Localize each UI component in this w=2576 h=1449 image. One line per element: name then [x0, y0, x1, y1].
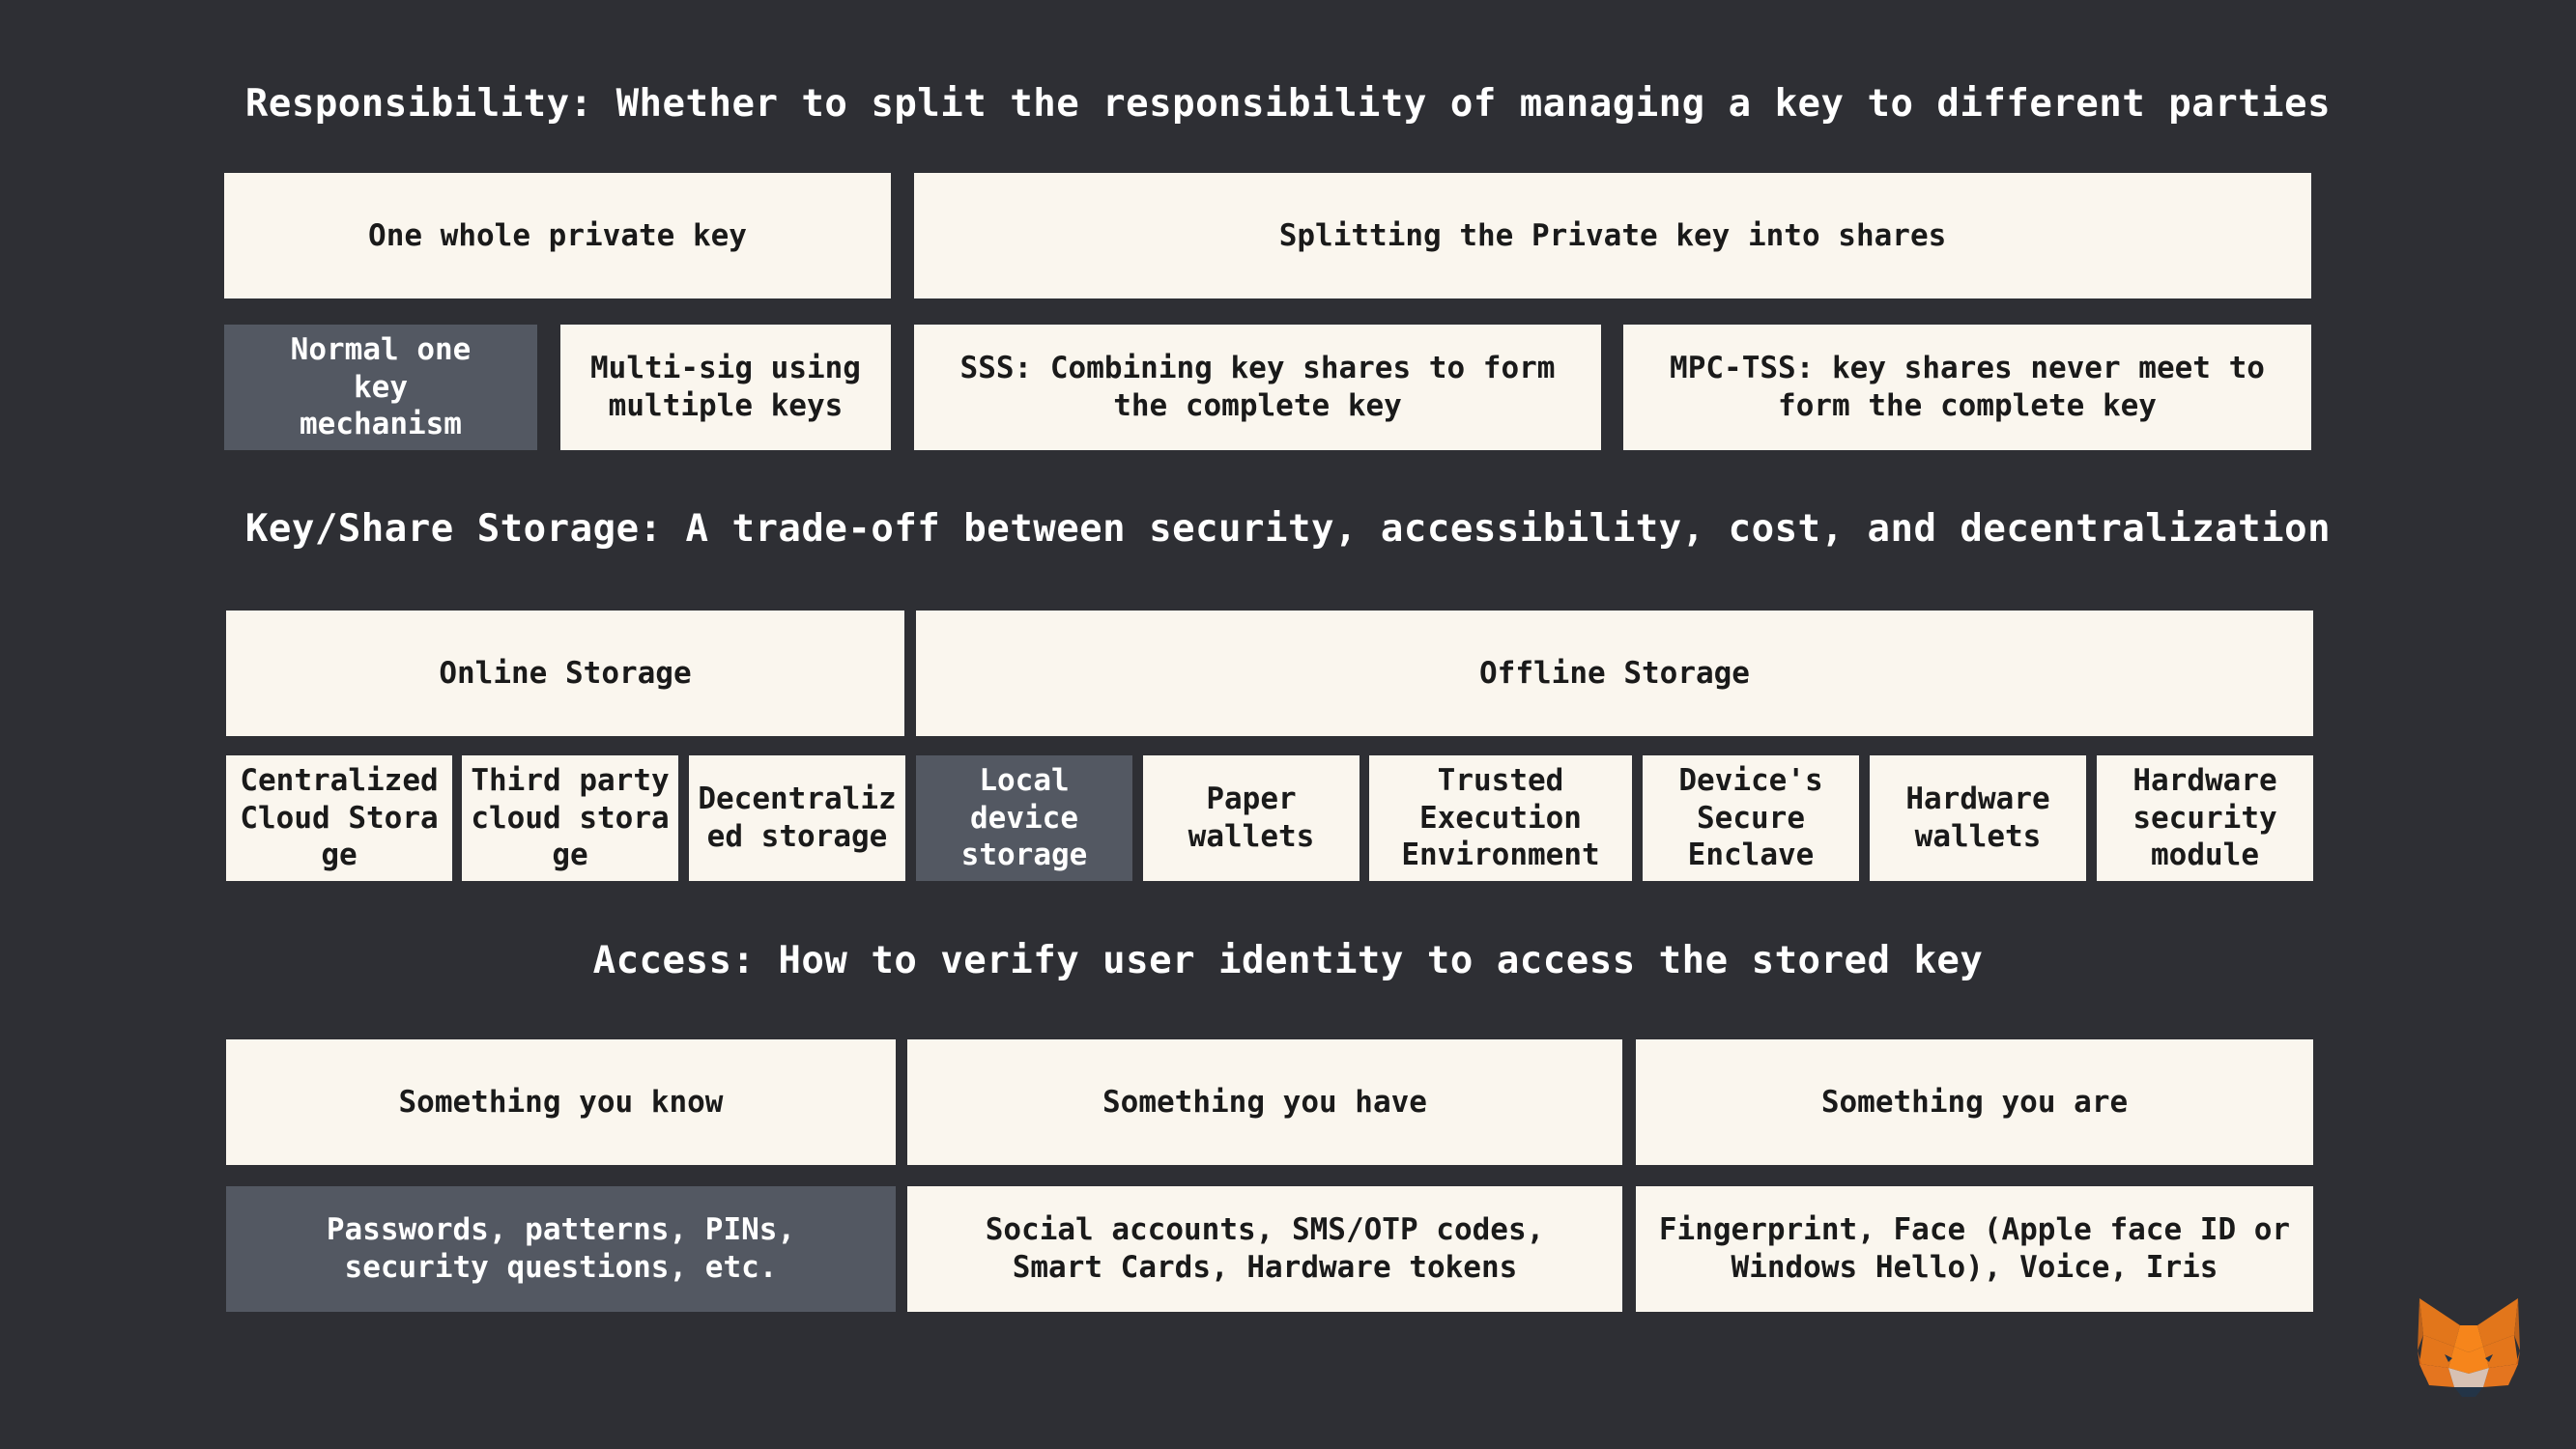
item-label: MPC-TSS: key shares never meet to form t… — [1670, 351, 2265, 423]
item-label: Hardware wallets — [1905, 781, 2050, 854]
item-social-accounts: Social accounts, SMS/OTP codes, Smart Ca… — [907, 1186, 1622, 1312]
category-something-you-have: Something you have — [907, 1039, 1622, 1165]
category-label: Online Storage — [439, 655, 692, 691]
item-label: Hardware security module — [2132, 762, 2277, 873]
responsibility-heading: Responsibility: Whether to split the res… — [244, 82, 2332, 126]
item-mpc-tss: MPC-TSS: key shares never meet to form t… — [1623, 325, 2311, 450]
category-label: Offline Storage — [1479, 655, 1750, 691]
category-label: Something you have — [1102, 1084, 1427, 1120]
item-normal-one-key: Normal one key mechanism — [224, 325, 537, 450]
item-label: Social accounts, SMS/OTP codes, Smart Ca… — [985, 1212, 1545, 1285]
item-label: Normal one key mechanism — [290, 331, 472, 442]
category-label: Splitting the Private key into shares — [1278, 217, 1947, 253]
item-label: Passwords, patterns, PINs, security ques… — [326, 1212, 796, 1285]
category-label: One whole private key — [368, 217, 747, 253]
item-secure-enclave: Device's Secure Enclave — [1643, 755, 1859, 881]
category-online-storage: Online Storage — [226, 611, 904, 736]
item-label: Decentralized storage — [698, 781, 897, 854]
item-trusted-execution: Trusted Execution Environment — [1369, 755, 1632, 881]
item-label: Local device storage — [960, 762, 1088, 873]
item-multi-sig: Multi-sig using multiple keys — [560, 325, 891, 450]
item-label: Device's Secure Enclave — [1678, 762, 1823, 873]
item-label: Third party cloud storage — [471, 762, 670, 873]
category-splitting-key: Splitting the Private key into shares — [914, 173, 2311, 298]
item-label: Paper wallets — [1188, 781, 1315, 854]
category-something-you-know: Something you know — [226, 1039, 896, 1165]
storage-heading: Key/Share Storage: A trade-off between s… — [244, 507, 2332, 551]
access-heading: Access: How to verify user identity to a… — [592, 939, 1984, 982]
item-label: Fingerprint, Face (Apple face ID or Wind… — [1658, 1212, 2291, 1285]
item-decentralized-storage: Decentralized storage — [689, 755, 905, 881]
item-hsm: Hardware security module — [2097, 755, 2313, 881]
item-paper-wallets: Paper wallets — [1143, 755, 1360, 881]
item-sss: SSS: Combining key shares to form the co… — [914, 325, 1601, 450]
item-local-device-storage: Local device storage — [916, 755, 1132, 881]
item-label: SSS: Combining key shares to form the co… — [959, 351, 1556, 423]
metamask-fox-icon — [2418, 1298, 2520, 1397]
category-label: Something you know — [398, 1084, 724, 1120]
item-centralized-cloud: Centralized Cloud Storage — [226, 755, 452, 881]
item-label: Trusted Execution Environment — [1401, 762, 1600, 873]
item-biometrics: Fingerprint, Face (Apple face ID or Wind… — [1636, 1186, 2313, 1312]
category-offline-storage: Offline Storage — [916, 611, 2313, 736]
item-label: Multi-sig using multiple keys — [590, 351, 861, 423]
item-passwords: Passwords, patterns, PINs, security ques… — [226, 1186, 896, 1312]
item-label: Centralized Cloud Storage — [240, 762, 439, 873]
category-something-you-are: Something you are — [1636, 1039, 2313, 1165]
item-hardware-wallets: Hardware wallets — [1870, 755, 2086, 881]
category-label: Something you are — [1820, 1084, 2129, 1120]
category-one-whole-key: One whole private key — [224, 173, 891, 298]
item-third-party-cloud: Third party cloud storage — [462, 755, 678, 881]
